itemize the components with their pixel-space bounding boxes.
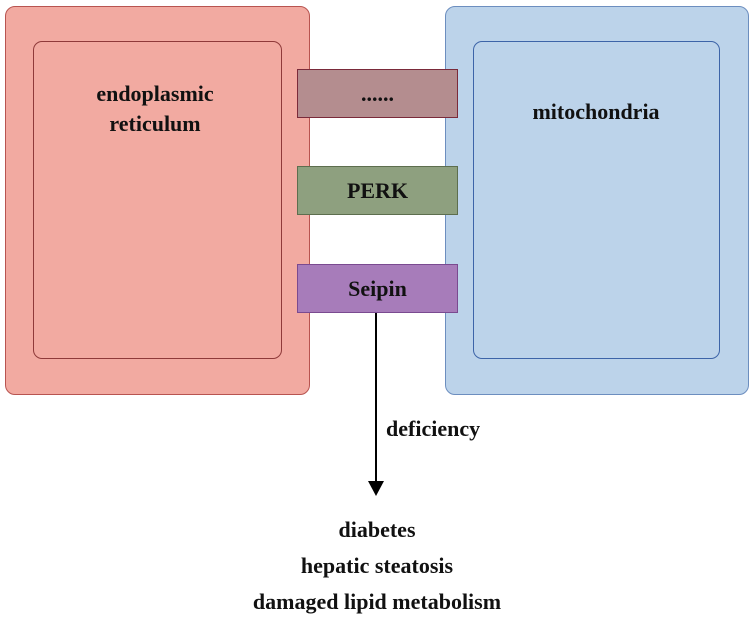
- outcome-lipid-metabolism: damaged lipid metabolism: [252, 589, 502, 614]
- tether-seipin-label: Seipin: [348, 275, 407, 301]
- deficiency-label: deficiency: [386, 416, 481, 441]
- outcome-hepatic-steatosis: hepatic steatosis: [300, 553, 454, 578]
- tether-perk-label: PERK: [346, 177, 409, 203]
- er-outer-compartment: [5, 6, 310, 395]
- tether-unknown-label: ......: [361, 80, 394, 106]
- outcome-list: diabetes hepatic steatosis damaged lipid…: [177, 512, 577, 620]
- mito-outer-compartment: [445, 6, 749, 395]
- mito-label: mitochondria: [532, 99, 660, 124]
- tether-seipin: Seipin: [297, 264, 458, 313]
- tether-perk: PERK: [297, 166, 458, 215]
- tether-unknown: ......: [297, 69, 458, 118]
- outcome-diabetes: diabetes: [338, 517, 416, 542]
- mito-inner-compartment: [473, 41, 720, 359]
- er-label: endoplasmic reticulum: [96, 81, 214, 136]
- deficiency-arrow-head: [368, 481, 384, 496]
- er-inner-compartment: [33, 41, 282, 359]
